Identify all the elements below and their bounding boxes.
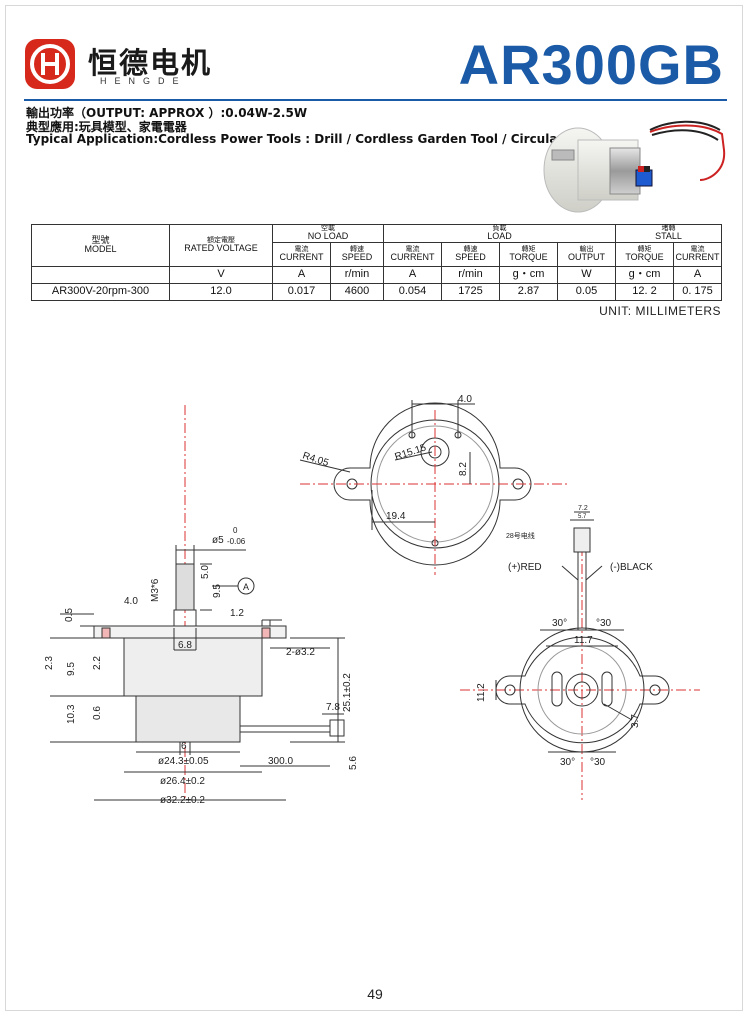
dim-0-6: 0.6 [92, 706, 103, 720]
technical-drawing: 4.0 R4.05 R15.15 8.2 19.4 [44, 394, 700, 806]
top-view [299, 400, 570, 575]
brand-name-cn: 恒德电机 [88, 46, 213, 80]
table-row: AR300V-20rpm-300 12.0 0.017 4600 0.054 1… [31, 282, 722, 301]
dim-26-4: ø26.4±0.2 [160, 776, 205, 787]
dim-24-3: ø24.3±0.05 [158, 756, 209, 767]
dim-5-7: 5.7 [578, 514, 587, 520]
bottom-view [460, 511, 700, 800]
dim-2-3: 2.3 [44, 656, 55, 670]
dim-19-4: 19.4 [386, 511, 406, 522]
dim-shaft-tol-up: 0 [233, 526, 238, 535]
dim-30-d: °30 [590, 757, 606, 768]
page-frame [5, 5, 743, 1011]
brand-name-en: HENGDE [100, 76, 187, 86]
side-view [50, 405, 345, 801]
dim-3-7: 3.7 [630, 714, 641, 728]
callout-a: A [243, 582, 249, 592]
dim-300: 300.0 [268, 756, 293, 767]
dim-30-a: 30° [552, 618, 567, 629]
dim-1-2: 1.2 [230, 608, 244, 619]
dim-30-b: °30 [596, 618, 612, 629]
dim-5-0: 5.0 [200, 565, 211, 579]
dim-30-c: 30° [560, 757, 575, 768]
label-black: (-)BLACK [610, 562, 653, 573]
dim-2-2: 2.2 [92, 656, 103, 670]
dim-10-3: 10.3 [66, 704, 77, 724]
dim-0-5: 0.5 [64, 608, 75, 622]
dim-11-7: 11.7 [574, 635, 593, 646]
dim-9-5: 9.5 [66, 662, 77, 676]
dim-r4-05: R4.05 [301, 450, 330, 469]
dim-8-2: 8.2 [458, 462, 469, 476]
motor-photo-image [543, 120, 726, 213]
spec-application-cn: 典型應用:玩具模型、家電電器 [26, 120, 187, 134]
dim-7-8: 7.8 [326, 702, 340, 713]
wire-note: 28号电线 [506, 531, 535, 540]
page-number: 49 [367, 986, 383, 1002]
dim-5-6: 5.6 [348, 756, 359, 770]
dim-9-5-shaft: 9.5 [212, 584, 223, 598]
dim-shaft-tol-dn: -0.06 [227, 537, 246, 546]
dim-6: 6 [181, 741, 187, 752]
units-note: UNIT: MILLIMETERS [599, 304, 721, 318]
dim-shaft-dia: ø5 [212, 535, 224, 546]
dim-11-2: 11.2 [476, 683, 487, 702]
spec-application-en: Typical Application:Cordless Power Tools… [26, 132, 596, 146]
dim-6-8: 6.8 [178, 640, 192, 651]
dim-4-0-top: 4.0 [458, 394, 472, 405]
model-title: AR300GB [458, 33, 724, 96]
dim-4-0-left: 4.0 [124, 596, 138, 607]
dim-7-2: 7.2 [578, 505, 588, 512]
dim-25-1: 25.1±0.2 [342, 673, 353, 712]
dim-holes: 2-ø3.2 [286, 647, 315, 658]
dim-m3: M3*6 [150, 578, 161, 602]
dim-32-2: ø32.2±0.2 [160, 795, 205, 806]
hengde-logo-icon [25, 39, 75, 89]
label-red: (+)RED [508, 562, 542, 573]
spec-output: 輸出功率（OUTPUT: APPROX ）:0.04W-2.5W [26, 106, 308, 120]
units-row: V A r/min A r/min g・cm W g・cm A [31, 265, 722, 284]
header-divider [24, 99, 727, 101]
